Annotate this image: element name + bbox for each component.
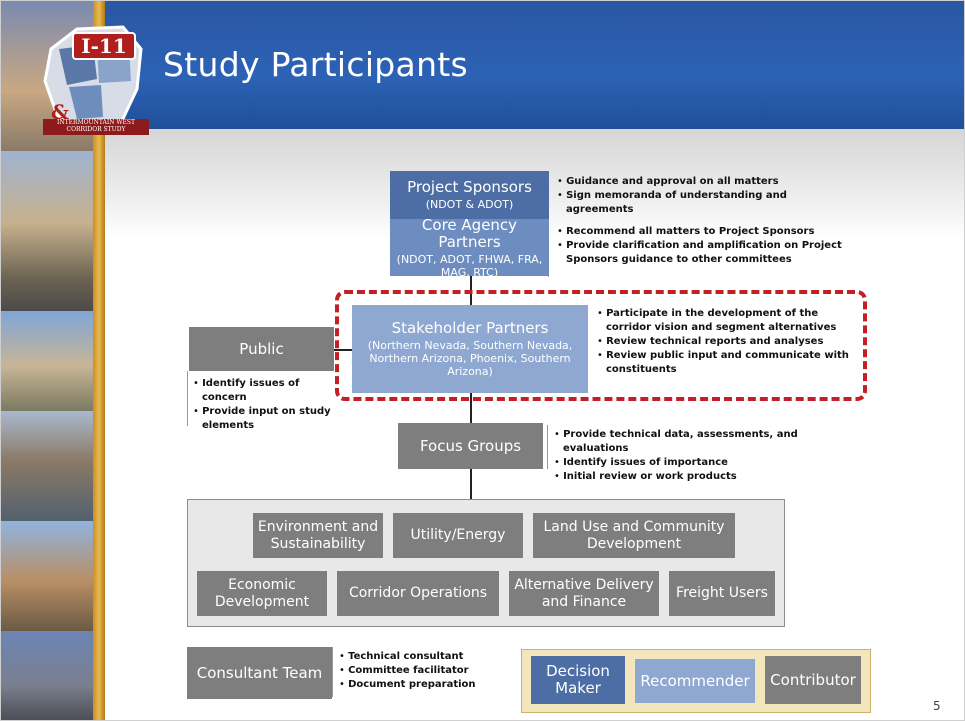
stakeholder-highlight-dashed <box>335 290 867 401</box>
project-sponsors-bullets: • Guidance and approval on all matters •… <box>557 175 857 217</box>
stakeholder-bullets: • Participate in the development of the … <box>597 307 855 377</box>
stakeholder-title: Stakeholder Partners <box>391 319 549 337</box>
bullet: • Document preparation <box>339 679 476 690</box>
bullet: • Provide technical data, assessments, a… <box>554 429 798 454</box>
bullet: • Review technical reports and analyses <box>597 336 824 347</box>
bullet: • Identify issues of importance <box>554 457 728 468</box>
bullet: • Provide clarification and amplificatio… <box>557 240 842 265</box>
bullet: • Provide input on study elements <box>193 406 331 431</box>
logo-ampersand: & <box>51 100 69 124</box>
gold-divider <box>93 1 105 720</box>
consultant-bullets: • Technical consultant • Committee facil… <box>339 650 509 692</box>
core-agency-title: Core Agency Partners <box>421 215 518 251</box>
group-economic: Economic Development <box>197 571 327 616</box>
legend-decision-maker: Decision Maker <box>531 656 625 704</box>
public-bullets: • Identify issues of concern • Provide i… <box>193 377 343 433</box>
focus-groups-title: Focus Groups <box>419 436 522 455</box>
bullet: • Recommend all matters to Project Spons… <box>557 226 815 237</box>
public-title: Public <box>239 339 284 358</box>
focus-groups-box: Focus Groups <box>398 423 543 469</box>
bullet: • Technical consultant <box>339 651 464 662</box>
consultant-team-box: Consultant Team <box>187 647 332 699</box>
bullet: • Identify issues of concern <box>193 378 300 403</box>
highway-truck-photo <box>1 151 93 311</box>
legend-recommender: Recommender <box>635 659 755 703</box>
consultant-title: Consultant Team <box>196 663 323 682</box>
core-agency-subtitle: (NDOT, ADOT, FHWA, FRA, MAG, RTC) <box>396 252 543 279</box>
group-alternative-delivery: Alternative Delivery and Finance <box>509 571 659 616</box>
bullet: • Guidance and approval on all matters <box>557 176 779 187</box>
group-environment: Environment and Sustainability <box>253 513 383 558</box>
connector-vertical <box>187 371 188 426</box>
bullet: • Review public input and communicate wi… <box>597 350 849 375</box>
bullet: • Sign memoranda of understanding and ag… <box>557 190 787 215</box>
project-sponsors-box: Project Sponsors (NDOT & ADOT) <box>390 171 549 219</box>
page-number: 5 <box>933 699 941 713</box>
palm-building-photo <box>1 311 93 411</box>
stakeholder-partners-box: Stakeholder Partners (Northern Nevada, S… <box>352 305 588 393</box>
core-agency-box: Core Agency Partners (NDOT, ADOT, FHWA, … <box>390 215 549 279</box>
group-utility: Utility/Energy <box>393 513 523 558</box>
public-box: Public <box>189 327 334 371</box>
group-land-use: Land Use and Community Development <box>533 513 735 558</box>
dam-bridge-photo <box>1 411 93 521</box>
header-bar <box>105 1 964 129</box>
page-title: Study Participants <box>163 45 469 84</box>
bullet: • Committee facilitator <box>339 665 469 676</box>
connector-vertical <box>547 425 548 469</box>
core-agency-bullets: • Recommend all matters to Project Spons… <box>557 225 847 267</box>
i11-logo: I-11 & <box>43 25 143 133</box>
logo-text: I-11 <box>81 34 127 58</box>
connector-vertical <box>470 393 472 423</box>
project-sponsors-subtitle: (NDOT & ADOT) <box>425 198 514 211</box>
bullet: • Participate in the development of the … <box>597 308 837 333</box>
connector-vertical <box>470 469 472 499</box>
train-photo <box>1 521 93 631</box>
connector-vertical <box>332 647 333 697</box>
focus-groups-bullets: • Provide technical data, assessments, a… <box>554 428 854 484</box>
city-night-photo <box>1 631 93 720</box>
group-corridor-operations: Corridor Operations <box>337 571 499 616</box>
group-freight: Freight Users <box>669 571 775 616</box>
connector-horizontal <box>334 349 352 351</box>
bullet: • Initial review or work products <box>554 471 737 482</box>
legend-contributor: Contributor <box>765 656 861 704</box>
project-sponsors-title: Project Sponsors <box>407 178 532 196</box>
logo-subtitle: INTERMOUNTAIN WEST CORRIDOR STUDY <box>43 119 149 135</box>
stakeholder-subtitle: (Northern Nevada, Southern Nevada, North… <box>367 339 573 378</box>
